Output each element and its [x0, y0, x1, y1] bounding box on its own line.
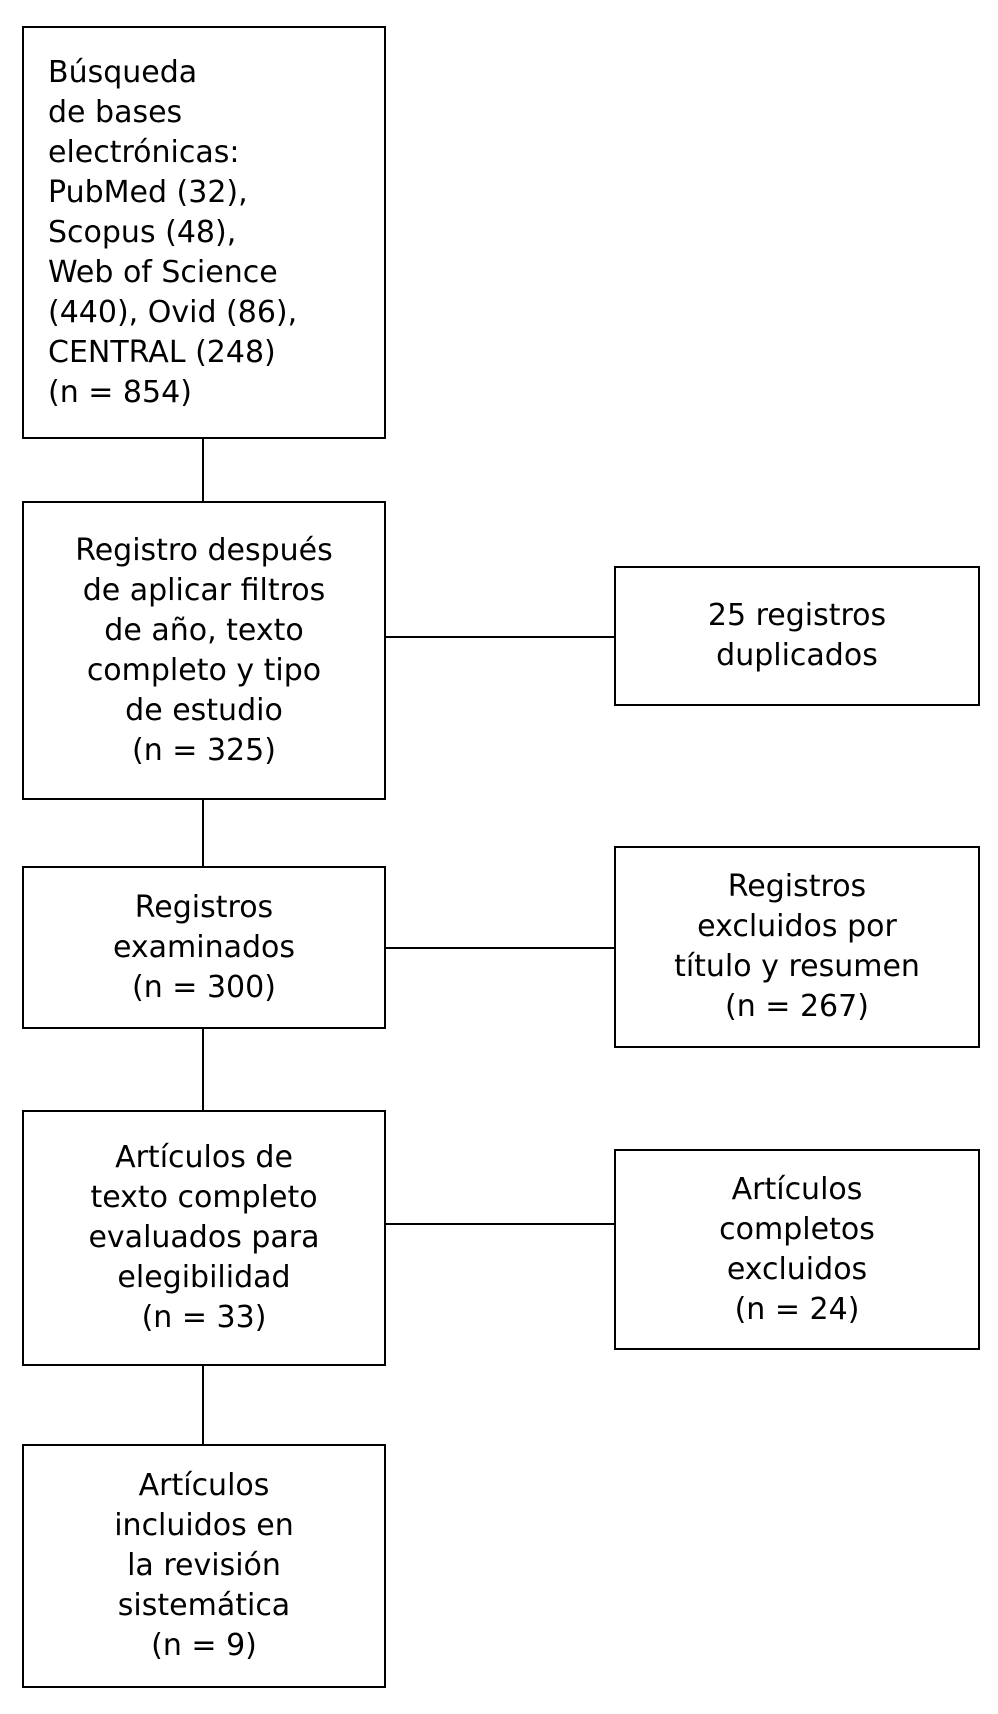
box-records-after-filters-text: Registro después de aplicar filtros de a… [75, 532, 333, 768]
box-articles-included: Artículos incluidos en la revisión siste… [22, 1444, 386, 1688]
box-records-screened-text: Registros examinados (n = 300) [112, 889, 296, 1005]
connector-screened-to-excluded-title [386, 947, 614, 949]
box-articles-included-text: Artículos incluidos en la revisión siste… [114, 1468, 294, 1663]
box-records-screened: Registros examinados (n = 300) [22, 866, 386, 1029]
box-excluded-full-text: Artículos completos excluidos (n = 24) [614, 1149, 980, 1350]
box-records-after-filters: Registro después de aplicar filtros de a… [22, 501, 386, 800]
connector-screened-to-eligibility [202, 1029, 204, 1110]
connector-filtered-to-screened [202, 800, 204, 866]
connector-filtered-to-duplicates [386, 636, 614, 638]
box-full-text-eligibility-text: Artículos de texto completo evaluados pa… [88, 1140, 320, 1335]
box-identification-search: Búsqueda de bases electrónicas: PubMed (… [22, 26, 386, 439]
box-duplicate-records: 25 registros duplicados [614, 566, 980, 706]
box-full-text-eligibility: Artículos de texto completo evaluados pa… [22, 1110, 386, 1366]
connector-eligibility-to-excluded-full [386, 1223, 614, 1225]
box-excluded-by-title-abstract: Registros excluidos por título y resumen… [614, 846, 980, 1048]
connector-eligibility-to-included [202, 1366, 204, 1444]
box-excluded-full-text-text: Artículos completos excluidos (n = 24) [719, 1171, 875, 1327]
box-duplicate-records-text: 25 registros duplicados [707, 598, 887, 673]
connector-identification-to-filtered [202, 439, 204, 501]
box-excluded-by-title-abstract-text: Registros excluidos por título y resumen… [674, 869, 920, 1024]
box-identification-search-text: Búsqueda de bases electrónicas: PubMed (… [48, 54, 298, 410]
